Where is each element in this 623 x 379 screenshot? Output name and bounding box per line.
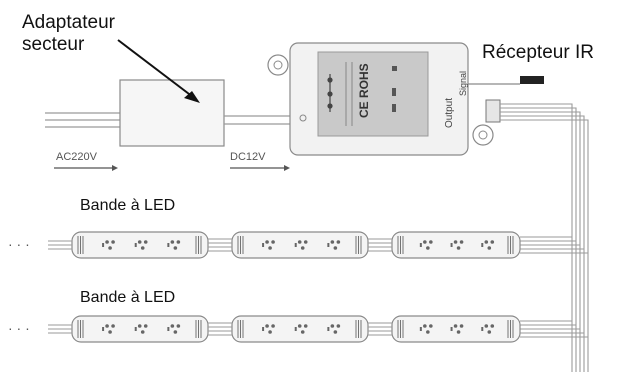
strip-2-solder-pad [397, 320, 404, 338]
controller-output-label: Output [444, 98, 455, 128]
strip-2-solder-pad [77, 320, 84, 338]
strip-2-segment-1 [71, 315, 209, 343]
strip-1-led [262, 240, 275, 250]
strip-1-led [134, 240, 148, 250]
input-voltage-label: AC220V [56, 151, 98, 163]
output-voltage-label: DC12V [230, 151, 266, 163]
ir-receiver-lead [468, 76, 544, 85]
strip-2-led [262, 324, 275, 334]
strip-1-feed-wires [520, 236, 588, 254]
strip-2-segment-2 [231, 315, 369, 343]
bus-wires [500, 103, 589, 372]
strip-1-solder-pad [397, 236, 404, 254]
strip-1-continuation: · · · [8, 236, 30, 252]
strip-1-solder-pad [507, 236, 514, 254]
strip-1-joiner [208, 238, 232, 252]
strip-1-led [327, 240, 341, 250]
strip-2-led [419, 324, 433, 334]
ir-receiver-label: Récepteur IR [482, 42, 594, 63]
strip-1-tail [48, 240, 72, 250]
strip-2-solder-pad [237, 320, 244, 338]
strip-2-led [481, 324, 495, 334]
strip-1-joiner [368, 238, 392, 252]
strip-2-led [134, 324, 148, 334]
adapter-callout-arrow [117, 39, 200, 103]
power-adapter-box [119, 79, 225, 147]
strip-2-continuation: · · · [8, 320, 30, 336]
circuit-glyph [327, 74, 333, 112]
strip-1-led [419, 240, 433, 250]
strip-2-solder-pad [195, 320, 202, 338]
strip-2-label: Bande à LED [80, 289, 176, 306]
strip-1-led [294, 240, 308, 250]
strip-1-solder-pad [77, 236, 84, 254]
controller-rohs-mark: ROHS [357, 63, 371, 98]
strip-2-led [102, 324, 115, 334]
mounting-hole-bottom [472, 124, 494, 146]
adapter-label-line1: Adaptateur [22, 12, 115, 33]
strip-1-led [481, 240, 495, 250]
input-direction-arrow [54, 165, 118, 171]
ac-input-wires [45, 112, 120, 128]
adapter-label: Adaptateur secteur [22, 12, 115, 56]
output-direction-arrow [230, 165, 290, 171]
strip-2-tail [48, 324, 72, 334]
strip-1-led [167, 240, 181, 250]
output-connector [485, 99, 501, 123]
ir-receiver-head [520, 76, 544, 84]
strip-2-solder-pad [355, 320, 362, 338]
strip-2-feed-wires [520, 320, 588, 338]
panel-small-marks [392, 66, 397, 112]
strip-1-led [102, 240, 115, 250]
controller-ce-mark: CE [357, 101, 371, 118]
strip-2-segment-3 [391, 315, 521, 343]
strip-2-joiner [208, 322, 232, 336]
strip-1-segment-3 [391, 231, 521, 259]
strip-1-led [450, 240, 464, 250]
led-strip-2 [48, 315, 588, 343]
strip-2-joiner [368, 322, 392, 336]
controller-label-panel [317, 51, 429, 137]
controller-signal-label: Signal [458, 71, 468, 96]
strip-1-solder-pad [195, 236, 202, 254]
strip-2-led [294, 324, 308, 334]
strip-1-label: Bande à LED [80, 197, 176, 214]
adapter-label-line2: secteur [22, 34, 85, 55]
strip-1-solder-pad [237, 236, 244, 254]
dc-output-wires [224, 115, 292, 125]
strip-2-led [450, 324, 464, 334]
strip-2-led [327, 324, 341, 334]
panel-fine-print [345, 62, 353, 126]
strip-1-solder-pad [355, 236, 362, 254]
controller-screw [299, 114, 307, 122]
mounting-hole-top [267, 54, 289, 76]
strip-1-segment-1 [71, 231, 209, 259]
controller: CE ROHS Output Signal [267, 42, 494, 156]
strip-1-segment-2 [231, 231, 369, 259]
led-strip-1 [48, 231, 588, 259]
strip-2-led [167, 324, 181, 334]
strip-2-solder-pad [507, 320, 514, 338]
